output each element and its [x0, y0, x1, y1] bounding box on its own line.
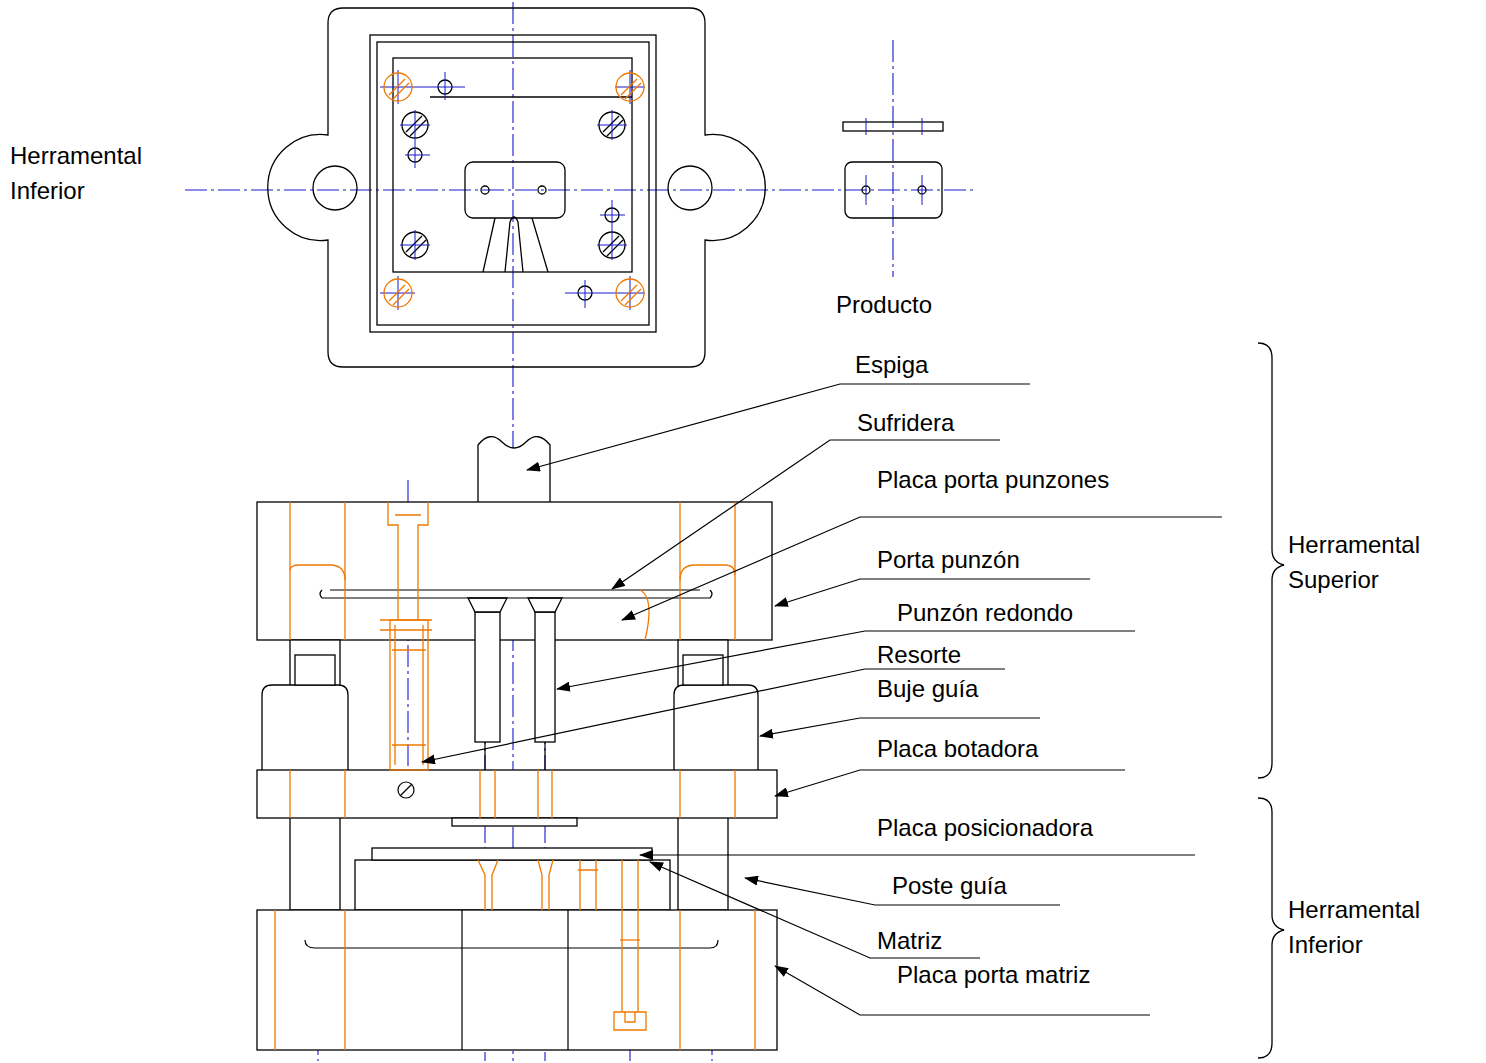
- part-label: Placa porta punzones: [877, 467, 1109, 492]
- part-label: Resorte: [877, 642, 961, 667]
- leader-lines: [422, 384, 1222, 1015]
- front-details: [305, 590, 718, 1050]
- part-label: Porta punzón: [877, 547, 1020, 572]
- part-label: Placa botadora: [877, 736, 1038, 761]
- group-label: Herramental Inferior: [1288, 892, 1478, 962]
- part-label: Producto: [836, 292, 932, 317]
- part-label: Sufridera: [857, 410, 954, 435]
- orange-hidden-lines: [275, 502, 755, 1050]
- top-view: [268, 8, 766, 367]
- group-label: Herramental Inferior: [10, 138, 200, 208]
- part-label: Espiga: [855, 352, 928, 377]
- hole-crosslines: [380, 70, 645, 310]
- center-lines: [185, 2, 975, 1061]
- part-label: Placa porta matriz: [897, 962, 1090, 987]
- product-views: [843, 122, 943, 218]
- part-label: Punzón redondo: [897, 600, 1073, 625]
- group-brackets: [1258, 343, 1284, 1058]
- front-view: [257, 437, 777, 1050]
- orange-bolts: [384, 73, 644, 307]
- part-label: Placa posicionadora: [877, 815, 1093, 840]
- part-label: Buje guía: [877, 676, 978, 701]
- product-lines: [866, 118, 922, 205]
- part-label: Matriz: [877, 928, 942, 953]
- group-label: Herramental Superior: [1288, 527, 1478, 597]
- part-label: Poste guía: [892, 873, 1007, 898]
